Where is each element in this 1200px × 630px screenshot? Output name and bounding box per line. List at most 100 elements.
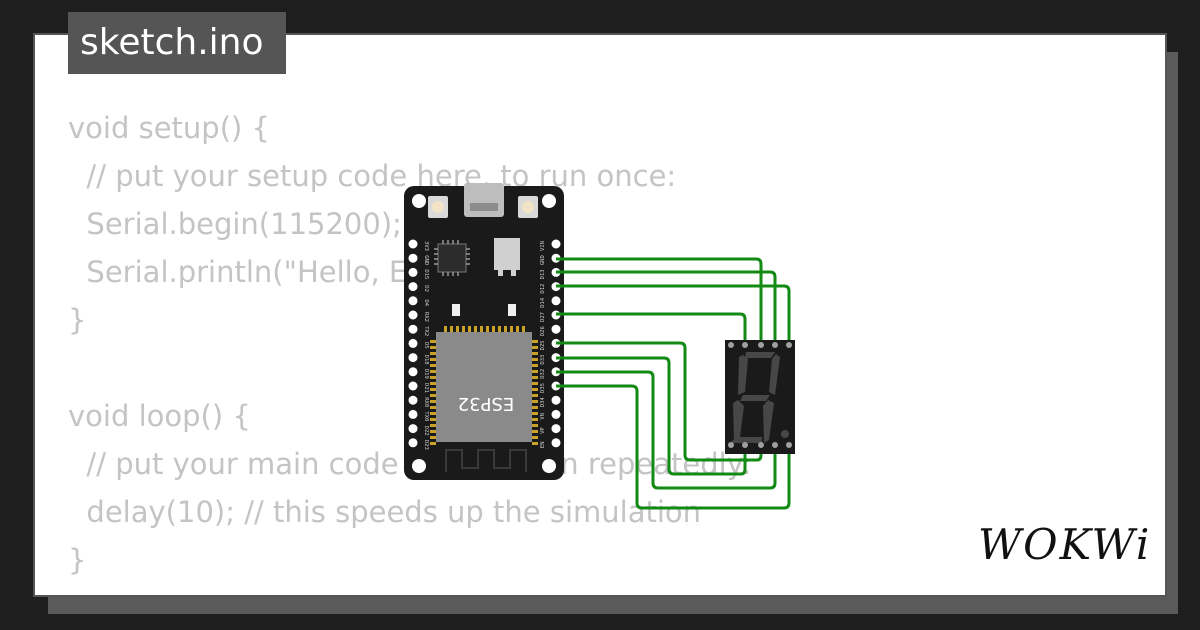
module-pad	[532, 406, 538, 409]
pin-label: D18	[423, 355, 429, 365]
header-pin[interactable]	[551, 395, 561, 405]
module-pad	[430, 340, 436, 343]
code-line: }	[68, 303, 87, 337]
module-pad	[430, 424, 436, 427]
voltage-regulator	[494, 238, 520, 270]
module-pad	[468, 326, 471, 332]
module-pad	[532, 352, 538, 355]
file-tab[interactable]: sketch.ino	[68, 12, 286, 74]
header-pin[interactable]	[408, 267, 418, 277]
esp32-module	[436, 332, 532, 442]
module-pad	[532, 442, 538, 445]
pin-label: D35	[540, 383, 546, 393]
pin-label: D4	[423, 299, 429, 306]
module-pad	[532, 358, 538, 361]
module-pad	[430, 406, 436, 409]
pin-label: D5	[423, 342, 429, 349]
module-pad	[430, 352, 436, 355]
header-pin[interactable]	[408, 409, 418, 419]
code-line: }	[68, 543, 87, 577]
header-pin[interactable]	[408, 282, 418, 292]
module-pad	[504, 326, 507, 332]
module-pad	[430, 364, 436, 367]
module-pad	[532, 376, 538, 379]
module-pad	[462, 326, 465, 332]
module-pad	[532, 418, 538, 421]
pin-label: D26	[540, 326, 546, 336]
pin-label: RX2	[423, 312, 429, 322]
module-pad	[532, 400, 538, 403]
header-pin[interactable]	[408, 253, 418, 263]
pin-label: D25	[540, 340, 546, 350]
mount-hole	[542, 194, 556, 208]
header-pin[interactable]	[408, 310, 418, 320]
code-editor[interactable]: void setup() { // put your setup code he…	[68, 104, 752, 584]
pin-label: D33	[540, 355, 546, 365]
pin-label: GND	[423, 255, 429, 265]
module-pad	[510, 326, 513, 332]
header-pin[interactable]	[551, 438, 561, 448]
pin-label: EN	[540, 441, 546, 448]
pin-label: VP	[540, 427, 546, 434]
module-pad	[444, 326, 447, 332]
module-pad	[532, 340, 538, 343]
pin-label: D22	[423, 426, 429, 436]
header-pin[interactable]	[408, 239, 418, 249]
chip-label: ESP32	[458, 393, 515, 414]
pin-label: D32	[540, 369, 546, 379]
module-pad	[430, 400, 436, 403]
esp32-board[interactable]: ESP32 3V3GNDD15D2D4RX2TX2D5D18D19D21RX0T…	[404, 183, 564, 480]
module-pad	[516, 326, 519, 332]
mount-hole	[412, 194, 426, 208]
header-pin[interactable]	[408, 381, 418, 391]
module-pad	[430, 418, 436, 421]
pin-label: GND	[540, 255, 546, 265]
module-pad	[480, 326, 483, 332]
module-pad	[430, 346, 436, 349]
module-pad	[532, 382, 538, 385]
antenna-trace	[445, 449, 527, 472]
header-pin[interactable]	[408, 324, 418, 334]
segment-g	[740, 395, 770, 401]
header-pin[interactable]	[408, 367, 418, 377]
header-pin[interactable]	[408, 338, 418, 348]
pin-label: D12	[540, 284, 546, 294]
module-pad	[430, 394, 436, 397]
module-pad	[450, 326, 453, 332]
segment-d	[731, 437, 762, 443]
segment-b	[769, 354, 780, 395]
segment-c	[763, 400, 774, 443]
pin-label: D14	[540, 297, 546, 308]
wokwi-logo: WOKWi	[978, 520, 1152, 569]
header-pin[interactable]	[551, 324, 561, 334]
pin-label: VIN	[540, 241, 546, 251]
seven-segment-display[interactable]	[725, 340, 795, 454]
header-pin[interactable]	[408, 353, 418, 363]
module-pad	[430, 382, 436, 385]
module-pad	[532, 430, 538, 433]
pin-label: TX0	[423, 411, 429, 421]
module-pad	[492, 326, 495, 332]
wire	[556, 341, 763, 462]
header-pin[interactable]	[408, 296, 418, 306]
usb-uart-chip	[437, 243, 467, 273]
wire	[556, 384, 791, 510]
module-pad	[532, 412, 538, 415]
header-pin[interactable]	[551, 296, 561, 306]
pin-label: D27	[540, 312, 546, 322]
pin-label: RX0	[423, 397, 429, 407]
module-pad	[532, 436, 538, 439]
header-pin[interactable]	[551, 239, 561, 249]
module-pad	[430, 436, 436, 439]
header-pin[interactable]	[408, 438, 418, 448]
header-pin[interactable]	[551, 409, 561, 419]
wire	[556, 284, 791, 345]
usb-connector	[464, 183, 504, 217]
header-pin[interactable]	[408, 424, 418, 434]
mount-hole	[412, 459, 426, 473]
wire	[556, 356, 747, 476]
header-pin[interactable]	[408, 395, 418, 405]
segment-a	[745, 352, 775, 358]
header-pin[interactable]	[551, 424, 561, 434]
